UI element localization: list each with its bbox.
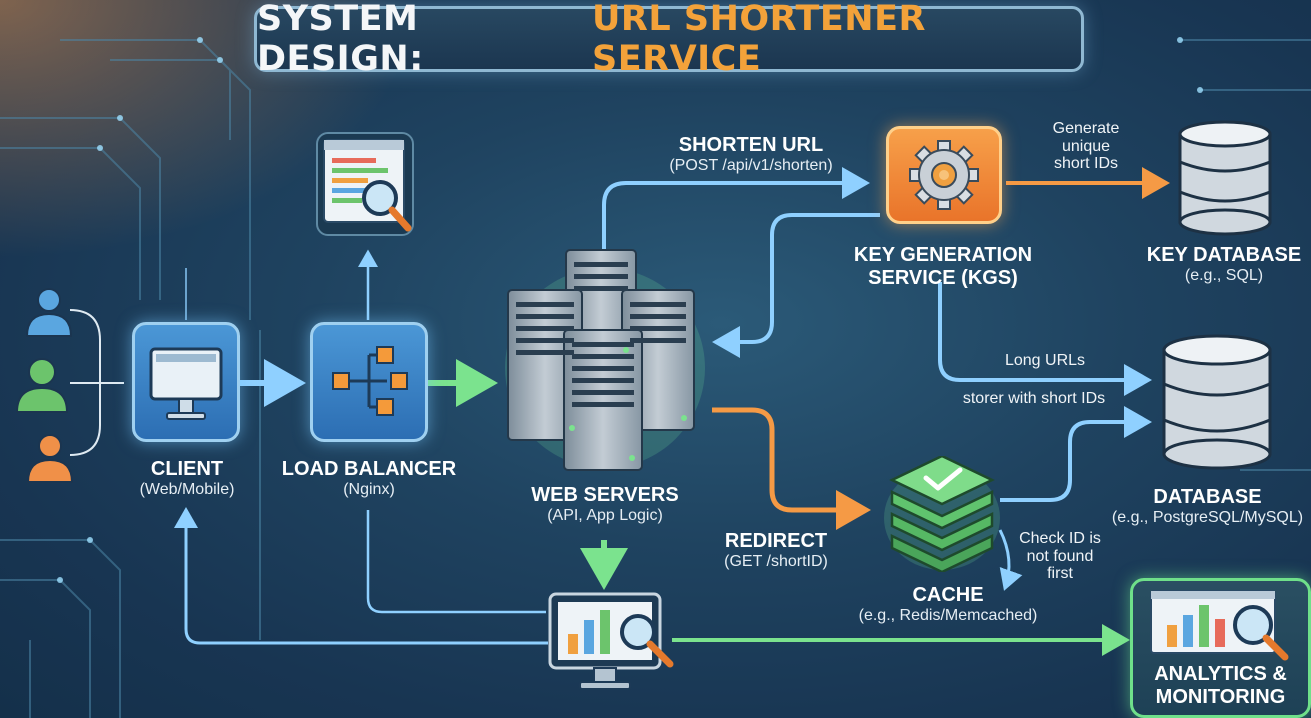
edge-check-id: [998, 529, 1023, 591]
analytics-node[interactable]: ANALYTICS & MONITORING: [1130, 578, 1311, 718]
edge-shorten: [602, 167, 870, 250]
database-node[interactable]: [1158, 332, 1276, 472]
redirect-edge-label: REDIRECT (GET /shortID): [724, 530, 828, 570]
key-database-label: KEY DATABASE (e.g., SQL): [1146, 244, 1302, 284]
edge-kgs-db: [938, 282, 1152, 396]
analytics-chart-icon: [1150, 590, 1289, 661]
web-servers-node[interactable]: [494, 238, 716, 478]
user-icon-orange: [26, 434, 74, 483]
shorten-edge-label: SHORTEN URL (POST /api/v1/shorten): [669, 134, 833, 174]
edge-cache-db: [1000, 406, 1152, 502]
generate-ids-note: Generate unique short IDs: [1052, 120, 1120, 173]
key-database-node[interactable]: [1174, 118, 1276, 236]
analytics-label: ANALYTICS & MONITORING: [1154, 663, 1287, 708]
user-icon-green: [15, 358, 69, 413]
edge-lb-monitor: [366, 510, 546, 614]
check-icon: [923, 467, 963, 491]
load-balancer-node[interactable]: [310, 322, 428, 442]
log-search-icon: [323, 139, 412, 232]
cache-label: CACHE (e.g., Redis/Memcached): [858, 584, 1038, 624]
circuit-dots: [57, 37, 1203, 583]
edge-users-client: [69, 309, 124, 384]
database-label: DATABASE (e.g., PostgreSQL/MySQL): [1111, 486, 1304, 526]
edge-monitor-client: [174, 507, 548, 645]
kgs-label: KEY GENERATION SERVICE (KGS): [853, 244, 1033, 289]
monitor-icon: [149, 347, 223, 420]
kgs-node[interactable]: [886, 126, 1002, 224]
title-accent: URL SHORTENER SERVICE: [592, 0, 926, 79]
network-split-icon: [332, 346, 408, 416]
load-balancer-label: LOAD BALANCER (Nginx): [281, 458, 457, 498]
cache-node[interactable]: [882, 456, 1002, 572]
edge-kgs-web: [712, 213, 880, 358]
client-label: CLIENT (Web/Mobile): [139, 458, 235, 498]
user-icon-blue: [25, 288, 73, 337]
logs-node[interactable]: [316, 132, 414, 236]
monitoring-node[interactable]: [546, 590, 680, 698]
check-id-note: Check ID is not found first: [1019, 530, 1101, 583]
client-node[interactable]: [132, 322, 240, 442]
long-urls-note: Long URLs: [1004, 352, 1086, 369]
title-banner: SYSTEM DESIGN: URL SHORTENER SERVICE: [254, 0, 1084, 79]
circuit-traces: [0, 39, 1311, 718]
title-main: SYSTEM DESIGN:: [257, 0, 424, 79]
edge-redirect: [712, 407, 871, 530]
web-servers-label: WEB SERVERS (API, App Logic): [531, 484, 679, 524]
stored-with-ids-note: storer with short IDs: [962, 390, 1106, 407]
gear-icon: [909, 140, 979, 210]
